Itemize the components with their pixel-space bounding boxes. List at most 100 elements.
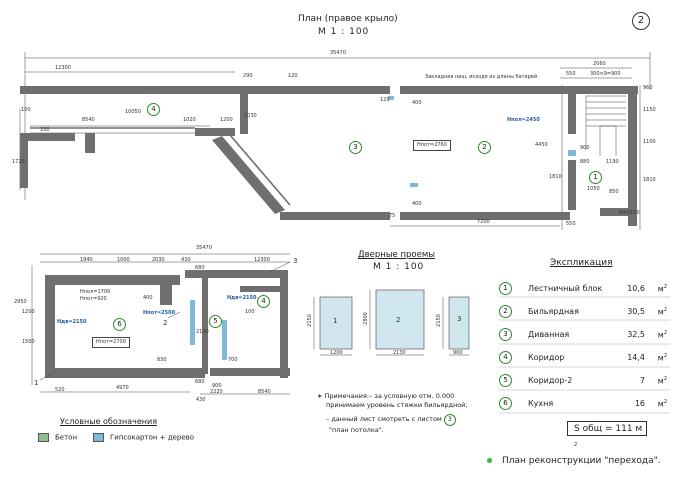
height-2450: Hпол=2450	[507, 117, 540, 123]
small-plan-leaders	[39, 261, 291, 381]
dim-1810b: 1810	[643, 177, 656, 183]
explication-name: Лестничный блок	[528, 284, 603, 293]
dim-1150: 1150	[643, 107, 656, 113]
main-plan-gypsum	[388, 96, 576, 187]
explication-dividers	[499, 296, 670, 414]
explication-area: 32,5	[627, 330, 645, 339]
door-3-num: 3	[457, 315, 462, 323]
dim-400a: 400	[412, 100, 422, 106]
door-1-num: 1	[333, 317, 338, 325]
sp-dim-400: 400	[143, 295, 153, 301]
footer-text: План реконструкции "перехода".	[502, 456, 661, 466]
explication-num: 1	[499, 282, 512, 295]
dim-150: 150	[40, 127, 50, 133]
drawing-title: План (правое крыло)	[298, 14, 398, 24]
dim-right-top: 2060	[593, 61, 606, 67]
dim-290: 290	[243, 73, 253, 79]
note-line-1: ∗ Примечания:– за условную отм. 0.000	[317, 392, 455, 400]
dim-1810a: 1810	[549, 174, 562, 180]
dim-stair: 300×9=900	[590, 71, 621, 77]
explication-unit: м2	[657, 307, 667, 317]
gypsum-swatch	[93, 433, 104, 442]
dim-120b: 120	[380, 97, 390, 103]
room-marker-3: 3	[349, 141, 362, 154]
sp-height-2500: Hпот=2500	[143, 310, 176, 316]
explication-area: 16	[634, 399, 645, 408]
explication-name: Коридор-2	[528, 376, 573, 385]
explication-unit: м2	[657, 330, 667, 340]
room-marker-1: 1	[589, 171, 602, 184]
explication-row: 2 Бильярдная 30,5 м2	[499, 305, 669, 319]
dim-left-seg: 12300	[55, 65, 71, 71]
sp-dim-700: 700	[228, 357, 238, 363]
sp-dim-2950: 2950	[14, 299, 27, 305]
door-3-height: 2150	[435, 314, 442, 327]
sp-dim-2220: 2220	[210, 389, 223, 395]
dim-400b: 400	[412, 201, 422, 207]
sp-dim-1940: 1940	[80, 257, 93, 263]
explication-num: 3	[499, 328, 512, 341]
door-2-width: 2130	[393, 350, 406, 356]
explication-row: 3 Диванная 32,5 м2	[499, 328, 669, 342]
legend-item-concrete: Бетон	[38, 433, 77, 442]
drawing-scale: М 1 : 100	[318, 27, 370, 37]
note-ref-circle: 3	[443, 413, 456, 426]
sp-dim-total: 35470	[196, 245, 212, 251]
sp-room-marker-6: 6	[113, 318, 126, 331]
callout-1: 1	[34, 379, 39, 387]
sp-dim-2030: 2030	[152, 257, 165, 263]
dim-900: 900	[580, 145, 590, 151]
sp-dim-680b: 680	[195, 379, 205, 385]
sp-height-920: Hпот=920	[80, 296, 107, 302]
callout-3: 3	[293, 257, 298, 265]
explication-num: 2	[499, 305, 512, 318]
dim-total: 35470	[330, 50, 346, 56]
sp-dim-12300: 12300	[254, 257, 270, 263]
explication-num: 6	[499, 397, 512, 410]
explication-area: 30,5	[627, 307, 645, 316]
sp-dim-4970: 4970	[116, 385, 129, 391]
explication-unit: м2	[657, 284, 667, 294]
door-elevations	[313, 289, 470, 356]
door-2-num: 2	[396, 316, 401, 324]
small-plan-dimension-lines	[31, 253, 290, 395]
door-1-width: 1200	[330, 350, 343, 356]
doors-title: Дверные проемы	[358, 250, 435, 260]
explication-name: Кухня	[528, 399, 554, 408]
explication-area: 10,6	[627, 284, 645, 293]
sp-dim-520: 520	[55, 387, 65, 393]
explication-num: 4	[499, 351, 512, 364]
sp-dim-430a: 430	[181, 257, 191, 263]
dim-1720: 1720	[12, 159, 25, 165]
door-3-width: 900	[453, 350, 463, 356]
note-line-4: "план потолка".	[329, 425, 384, 434]
sp-dim-680a: 680	[195, 265, 205, 271]
main-plan-walls	[20, 86, 638, 226]
small-plan-gypsum	[190, 300, 227, 360]
sp-dim-430b: 430	[196, 397, 206, 403]
sheet-number: 2	[632, 12, 650, 30]
dim-75: 75	[389, 213, 396, 219]
dim-1200: 1200	[220, 117, 233, 123]
dim-100: 100	[21, 107, 31, 113]
sp-dim-2130: 2130	[196, 329, 209, 335]
dim-10050: 10050	[125, 109, 141, 115]
bullet-icon	[487, 458, 492, 463]
dim-8540: 8540	[82, 117, 95, 123]
explication-unit: м2	[657, 353, 667, 363]
concrete-swatch	[38, 433, 49, 442]
dim-7200: 7200	[477, 219, 490, 225]
door-1-height: 2150	[306, 314, 313, 327]
explication-title: Экспликация	[550, 258, 613, 268]
height-2100: H=2100	[619, 210, 640, 216]
explication-row: 1 Лестничный блок 10,6 м2	[499, 282, 669, 296]
sp-height-2700: Hпот=2700	[92, 337, 130, 348]
note-line-2: принимаем уровень стяжки бильярдной;	[326, 401, 468, 410]
legend-title: Условные обозначения	[60, 417, 158, 426]
total-area: S общ = 111 м 2	[567, 421, 647, 448]
dim-1020: 1020	[183, 117, 196, 123]
explication-num: 5	[499, 374, 512, 387]
sp-dim-830: 830	[157, 357, 167, 363]
sp-room-marker-4: 4	[257, 295, 270, 308]
